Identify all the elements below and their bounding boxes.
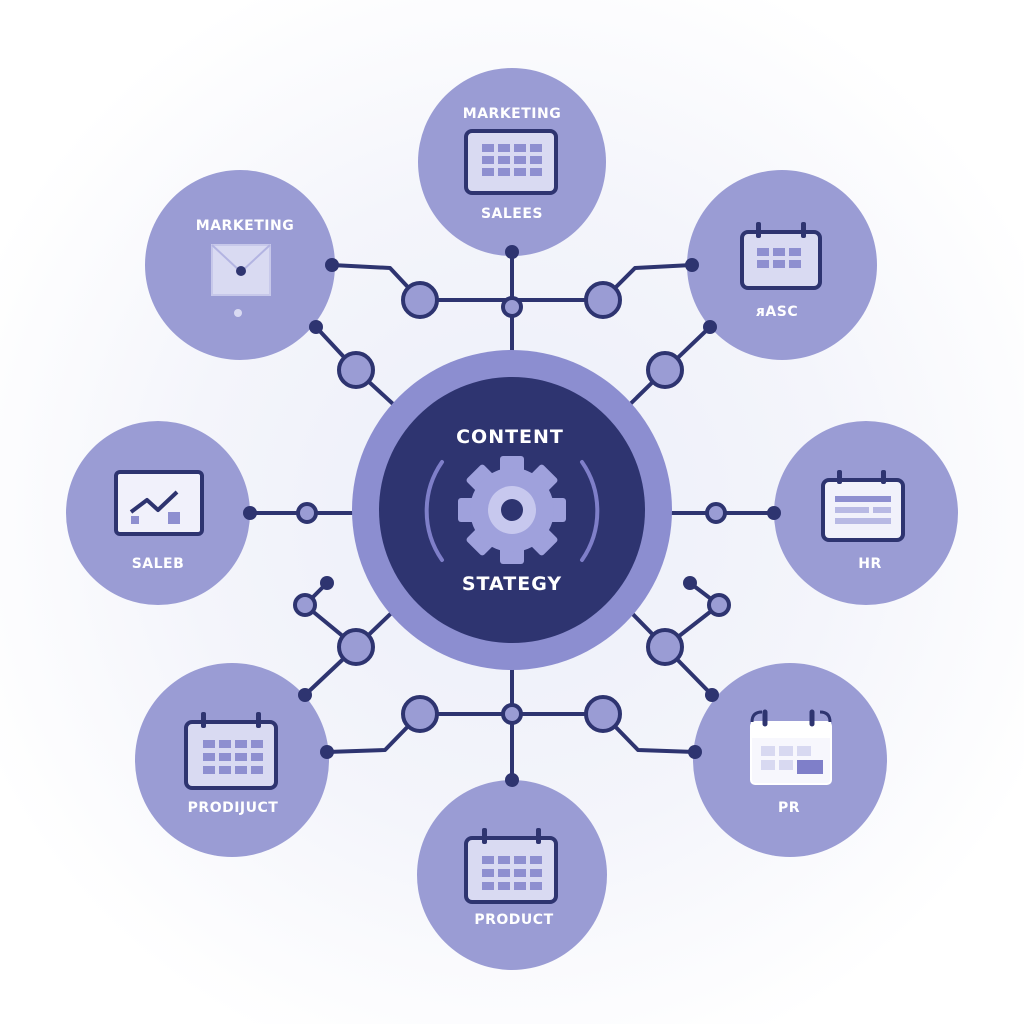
node-right-label: HR	[858, 556, 882, 572]
node-lower-left[interactable]: PRODIJUCT	[135, 663, 329, 857]
envelope-icon	[211, 244, 271, 317]
junction-ring	[293, 593, 317, 617]
junction-dot	[309, 320, 323, 334]
junction-dot	[505, 245, 519, 259]
junction-rings	[293, 281, 731, 733]
junction-ring	[296, 502, 318, 524]
junction-ring	[337, 628, 375, 666]
node-upper-left[interactable]: MARKETING	[145, 170, 335, 360]
trend-chart-icon	[114, 470, 204, 536]
junction-ring	[401, 695, 439, 733]
center-hub[interactable]: CONTENT STATEGY	[352, 350, 672, 670]
junction-dot	[325, 258, 339, 272]
junction-ring	[337, 351, 375, 389]
junction-ring	[646, 351, 684, 389]
junction-dot	[683, 576, 697, 590]
junction-dot	[243, 506, 257, 520]
node-upper-right[interactable]: ᴙASC	[687, 170, 877, 360]
junction-dot	[703, 320, 717, 334]
junction-dot	[685, 258, 699, 272]
junctions	[243, 245, 781, 787]
junction-ring	[401, 281, 439, 319]
calendar-icon	[740, 222, 822, 290]
center-bottom-label: STATEGY	[462, 573, 562, 595]
junction-ring	[707, 593, 731, 617]
node-top[interactable]: MARKETING SALEES	[418, 68, 606, 256]
node-lower-right[interactable]: PR	[693, 663, 887, 857]
junction-dot	[320, 576, 334, 590]
junction-ring	[501, 703, 523, 725]
junction-ring	[584, 281, 622, 319]
calendar-grid-icon	[464, 129, 558, 195]
calendar-list-icon	[821, 470, 905, 542]
junction-dot	[505, 773, 519, 787]
junction-dot	[298, 688, 312, 702]
node-upper-left-label: MARKETING	[196, 218, 294, 234]
node-lower-left-label: PRODIJUCT	[188, 800, 279, 816]
node-bottom[interactable]: PRODUCT	[417, 780, 607, 970]
node-left[interactable]: SALEB	[66, 421, 250, 605]
gear-icon	[458, 456, 566, 564]
node-right[interactable]: HR	[774, 421, 958, 605]
junction-ring	[705, 502, 727, 524]
junction-dot	[320, 745, 334, 759]
node-bottom-label: PRODUCT	[474, 912, 553, 928]
calendar-icon	[184, 712, 278, 790]
junction-dot	[688, 745, 702, 759]
junction-dot	[767, 506, 781, 520]
center-top-label: CONTENT	[456, 426, 564, 448]
calendar-icon	[750, 709, 832, 785]
calendar-icon	[464, 828, 558, 904]
node-top-label: MARKETING	[463, 106, 561, 122]
node-lower-right-label: PR	[778, 800, 800, 816]
junction-ring	[646, 628, 684, 666]
node-left-label: SALEB	[132, 556, 185, 572]
node-upper-right-label: ᴙASC	[756, 304, 798, 320]
junction-ring	[501, 296, 523, 318]
junction-dot	[705, 688, 719, 702]
junction-ring	[584, 695, 622, 733]
node-top-sublabel: SALEES	[481, 206, 543, 222]
